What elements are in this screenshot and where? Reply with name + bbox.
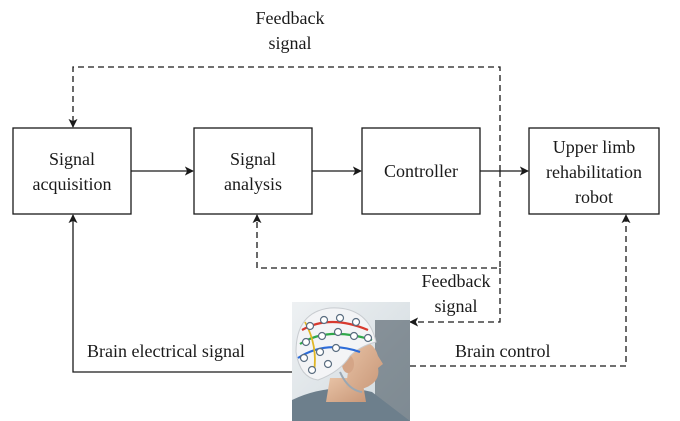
feedback-branch-to-photo (409, 268, 501, 327)
controller-box (361, 127, 481, 215)
brain-electrical-signal-label: Brain electrical signal (87, 341, 245, 361)
controller-label: Controller (384, 161, 458, 181)
feedback-top-label-2: signal (269, 33, 312, 53)
robot-label-2: rehabilitation (546, 162, 642, 182)
signal-acquisition-box (12, 127, 132, 215)
feedback-mid-label-1: Feedback (422, 271, 491, 291)
signal-analysis-box (193, 127, 313, 215)
signal-analysis-label-1: Signal (230, 149, 276, 169)
brain-control-label: Brain control (455, 341, 550, 361)
signal-acquisition-label-1: Signal (49, 149, 95, 169)
robot-label-3: robot (575, 187, 613, 207)
feedback-top-label-1: Feedback (256, 8, 325, 28)
feedback-loop-top (68, 66, 501, 171)
robot-box (528, 127, 660, 215)
brain-control-path (410, 214, 631, 367)
eeg-cap-photo (292, 302, 410, 421)
feedback-mid-label-2: signal (435, 296, 478, 316)
robot-label-1: Upper limb (553, 137, 636, 157)
brain-electrical-signal-path (68, 214, 292, 373)
signal-analysis-label-2: analysis (224, 174, 282, 194)
signal-acquisition-label-2: acquisition (33, 174, 112, 194)
